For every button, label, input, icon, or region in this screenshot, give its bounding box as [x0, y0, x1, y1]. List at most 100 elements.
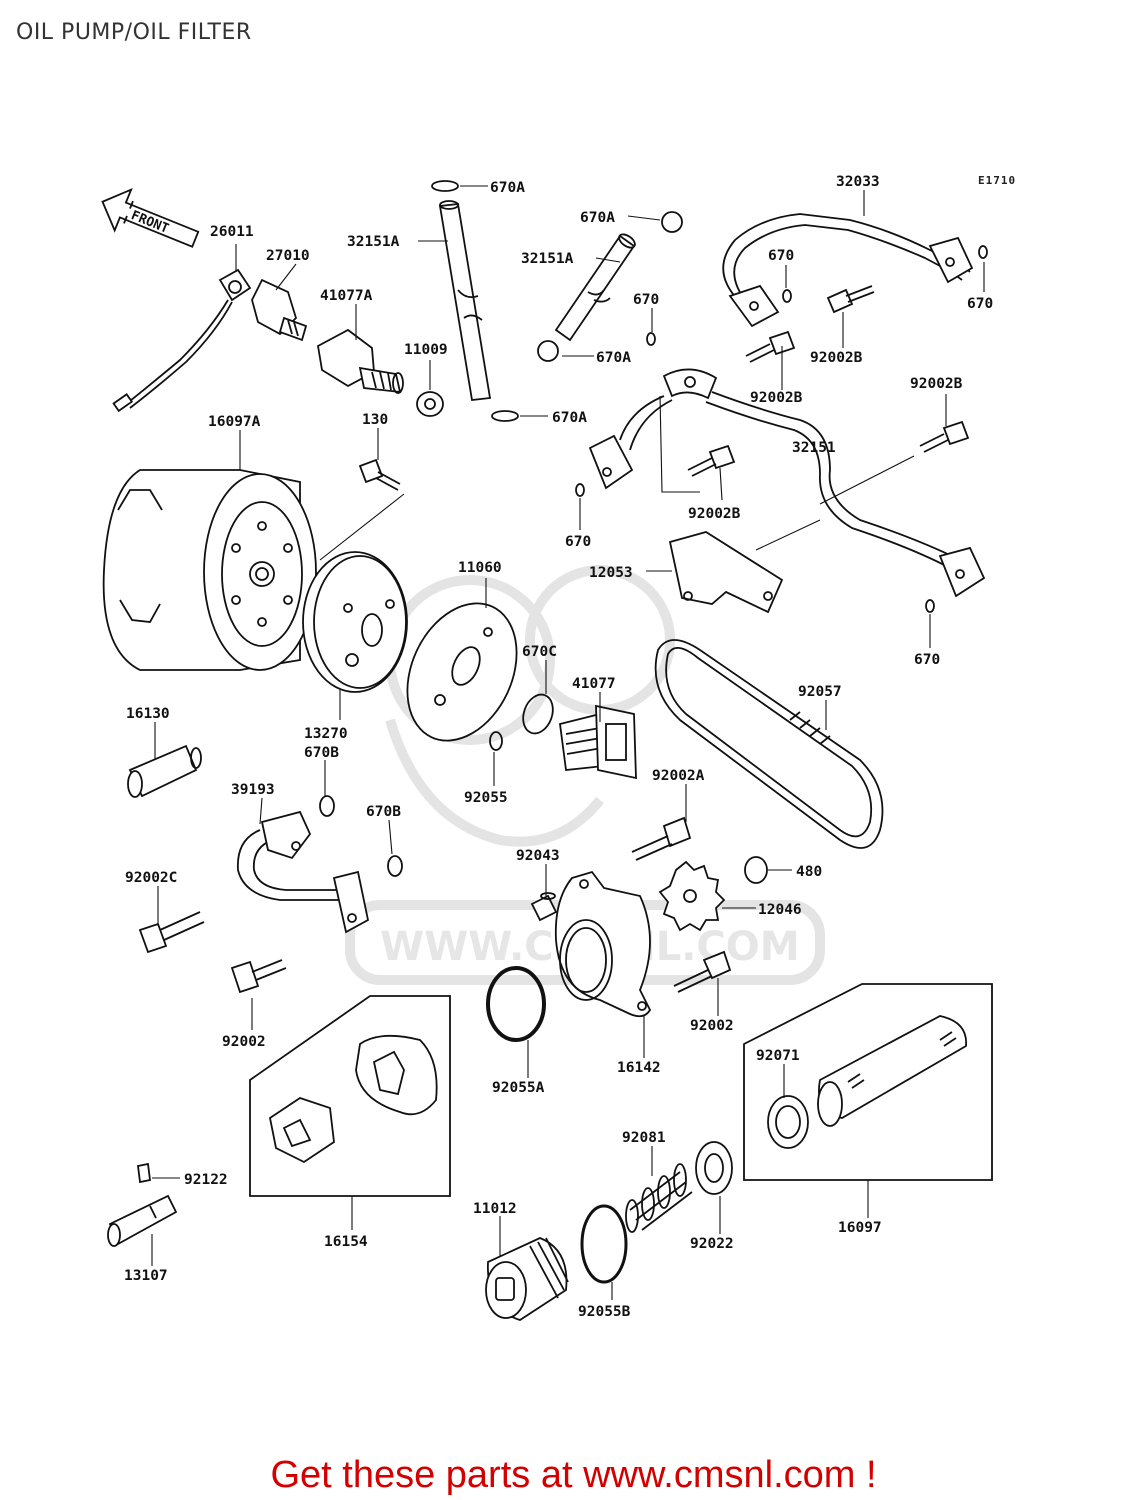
part-16154 [249, 995, 451, 1197]
label-92002-2: 92002 [690, 1018, 734, 1034]
label-11012: 11012 [473, 1201, 517, 1217]
label-27010: 27010 [266, 248, 310, 264]
label-13270: 13270 [304, 726, 348, 742]
part-92002-bolt-left [230, 959, 287, 994]
label-16097A: 16097A [208, 414, 261, 430]
part-92057 [654, 639, 884, 849]
label-41077A: 41077A [320, 288, 373, 304]
part-41077 [559, 704, 637, 780]
label-92002B-1: 92002B [810, 350, 863, 366]
part-670-oring-r2 [978, 245, 988, 259]
label-32151: 32151 [792, 440, 836, 456]
label-92081: 92081 [622, 1130, 666, 1146]
part-130 [358, 458, 401, 491]
part-32151 [588, 368, 986, 598]
label-92002A: 92002A [652, 768, 705, 784]
part-92002C [138, 911, 205, 954]
part-92055B [580, 1204, 628, 1284]
label-92002C: 92002C [125, 870, 177, 886]
label-12046: 12046 [758, 902, 802, 918]
part-92022 [695, 1141, 733, 1195]
part-92002B-bolt-4 [687, 444, 736, 477]
label-670C: 670C [522, 644, 557, 660]
part-670C [522, 693, 554, 735]
promo-footer-link[interactable]: Get these parts at www.cmsnl.com ! [270, 1454, 877, 1496]
label-670A-3: 670A [596, 350, 631, 366]
page-title: OIL PUMP/OIL FILTER [16, 20, 252, 45]
part-670B-oring-2 [387, 855, 403, 877]
part-labels: 26011 27010 41077A 11009 32151A 670A 670… [124, 174, 993, 1320]
label-11060: 11060 [458, 560, 502, 576]
label-92055B: 92055B [578, 1304, 631, 1320]
label-130: 130 [362, 412, 388, 428]
label-12053: 12053 [589, 565, 633, 581]
label-16097: 16097 [838, 1220, 882, 1236]
part-16130 [127, 744, 202, 798]
part-92055 [489, 731, 503, 751]
label-92071: 92071 [756, 1048, 800, 1064]
part-670A-oring-top [431, 180, 459, 192]
part-670A-oring-b [537, 340, 559, 362]
diagram-code: E1710 [978, 174, 1016, 187]
part-12053 [668, 531, 784, 614]
label-670A-1: 670A [490, 180, 525, 196]
label-480: 480 [796, 864, 822, 880]
label-92002B-2: 92002B [750, 390, 803, 406]
part-92055A [486, 966, 546, 1042]
part-11009 [416, 391, 444, 417]
part-92002A [631, 816, 692, 861]
label-41077: 41077 [572, 676, 616, 692]
label-39193: 39193 [231, 782, 275, 798]
label-92002-1: 92002 [222, 1034, 266, 1050]
part-92122 [137, 1162, 151, 1184]
label-26011: 26011 [210, 224, 254, 240]
label-92122: 92122 [184, 1172, 228, 1188]
part-670-oring-l [575, 483, 585, 497]
part-670A-oring-bottom [491, 410, 519, 422]
front-arrow-icon: FRONT [101, 187, 200, 248]
label-11009: 11009 [404, 342, 448, 358]
label-92057: 92057 [798, 684, 842, 700]
part-32151A-short [554, 233, 636, 342]
label-670-1: 670 [633, 292, 659, 308]
part-11012 [485, 1237, 569, 1321]
label-32033: 32033 [836, 174, 880, 190]
part-27010 [251, 278, 308, 342]
part-26011 [112, 268, 252, 413]
part-670B-oring-1 [319, 795, 335, 817]
part-13270 [302, 551, 408, 693]
label-670-4: 670 [565, 534, 591, 550]
label-670B-2: 670B [366, 804, 401, 820]
part-92002-bolt-right [673, 950, 732, 993]
part-670A-oring-a [661, 211, 683, 233]
part-11060 [406, 602, 518, 742]
label-670A-4: 670A [552, 410, 587, 426]
label-92055: 92055 [464, 790, 508, 806]
label-670B-1: 670B [304, 745, 339, 761]
part-16097A [102, 469, 317, 671]
part-92043 [530, 892, 558, 922]
part-670-oring-center [646, 332, 656, 346]
label-13107: 13107 [124, 1268, 168, 1284]
label-92002B-3: 92002B [910, 376, 963, 392]
part-92002B-bolt-1 [826, 285, 875, 314]
label-670A-2: 670A [580, 210, 615, 226]
part-92002B-bolt-2 [745, 330, 796, 363]
part-16142 [554, 870, 652, 1018]
part-16097 [743, 983, 993, 1181]
part-32151A-long [438, 200, 492, 401]
part-480 [744, 856, 768, 884]
label-92043: 92043 [516, 848, 560, 864]
part-32033 [722, 213, 974, 328]
label-32151A-1: 32151A [347, 234, 400, 250]
label-32151A-2: 32151A [521, 251, 574, 267]
part-670-oring-r1 [782, 289, 792, 303]
part-39193 [237, 810, 370, 934]
label-670-5: 670 [914, 652, 940, 668]
part-670-oring-b2 [925, 599, 935, 613]
label-92002B-4: 92002B [688, 506, 741, 522]
part-13107 [107, 1194, 178, 1247]
leader-lines [151, 185, 985, 1300]
part-92081 [625, 1163, 693, 1233]
